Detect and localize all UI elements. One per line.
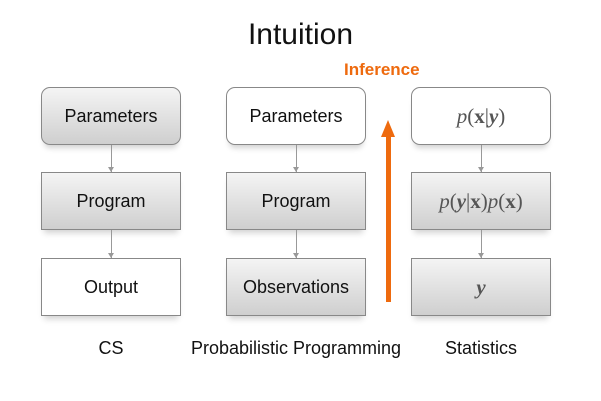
cs-program-box: Program <box>41 172 181 230</box>
stats-joint-box: p(y|x)p(x) <box>411 172 551 230</box>
inference-arrow <box>386 136 391 302</box>
cs-parameters-box: Parameters <box>41 87 181 145</box>
slide-title: Intuition <box>247 18 354 51</box>
stats-label: Statistics <box>444 338 518 358</box>
pp-label: Probabilistic Programming <box>190 338 402 358</box>
cs-output-box: Output <box>41 258 181 316</box>
posterior-formula: p(x|y) <box>456 103 506 128</box>
stats-y-box: y <box>411 258 551 316</box>
joint-formula: p(y|x)p(x) <box>439 188 523 213</box>
connector-arrow <box>108 145 114 172</box>
cs-label: CS <box>98 338 124 358</box>
connector-arrow <box>478 145 484 172</box>
connector-arrow <box>293 230 299 258</box>
stats-posterior-box: p(x|y) <box>411 87 551 145</box>
connector-arrow <box>478 230 484 258</box>
inference-label: Inference <box>344 60 420 79</box>
pp-program-box: Program <box>226 172 366 230</box>
pp-parameters-box: Parameters <box>226 87 366 145</box>
pp-observations-box: Observations <box>226 258 366 316</box>
connector-arrow <box>293 145 299 172</box>
y-formula: y <box>476 274 486 299</box>
connector-arrow <box>108 230 114 258</box>
inference-arrow-head-icon <box>381 120 395 137</box>
